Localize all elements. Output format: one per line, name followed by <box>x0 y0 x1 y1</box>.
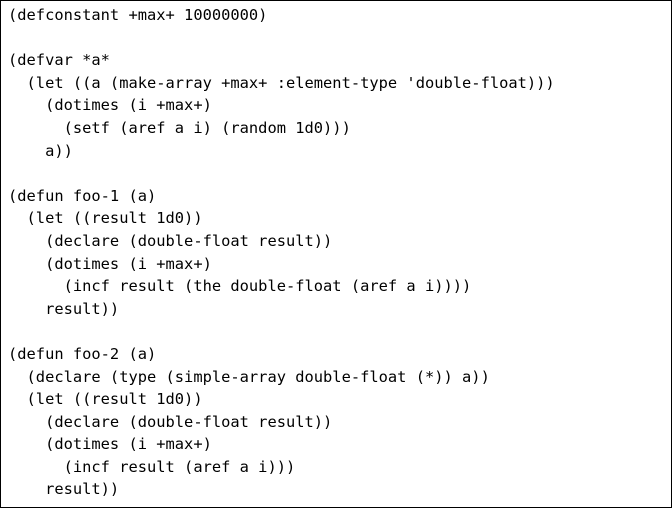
code-line: (let ((a (make-array +max+ :element-type… <box>8 73 555 92</box>
code-line: (let ((result 1d0)) <box>8 209 203 228</box>
code-line: (defvar *a* <box>8 51 110 70</box>
code-line: (let ((result 1d0)) <box>8 390 203 409</box>
code-line: (incf result (aref a i))) <box>8 457 296 476</box>
code-line: result)) <box>8 480 120 499</box>
code-line: (dotimes (i +max+) <box>8 254 212 273</box>
code-line <box>8 320 671 343</box>
code-line: (defun foo-2 (a) <box>8 344 157 363</box>
code-line: (dotimes (i +max+) <box>8 435 212 454</box>
code-line: (declare (double-float result)) <box>8 412 333 431</box>
code-line: result)) <box>8 299 120 318</box>
code-line: (defun foo-1 (a) <box>8 186 157 205</box>
code-line: (declare (type (simple-array double-floa… <box>8 367 490 386</box>
code-line: (declare (double-float result)) <box>8 231 333 250</box>
code-line: (incf result (the double-float (aref a i… <box>8 277 472 296</box>
code-line <box>8 162 671 185</box>
code-line <box>8 27 671 50</box>
code-line: (defconstant +max+ 10000000) <box>8 6 268 24</box>
code-line: a)) <box>8 141 73 160</box>
code-line: (setf (aref a i) (random 1d0))) <box>8 118 351 137</box>
code-line: (dotimes (i +max+) <box>8 96 212 115</box>
